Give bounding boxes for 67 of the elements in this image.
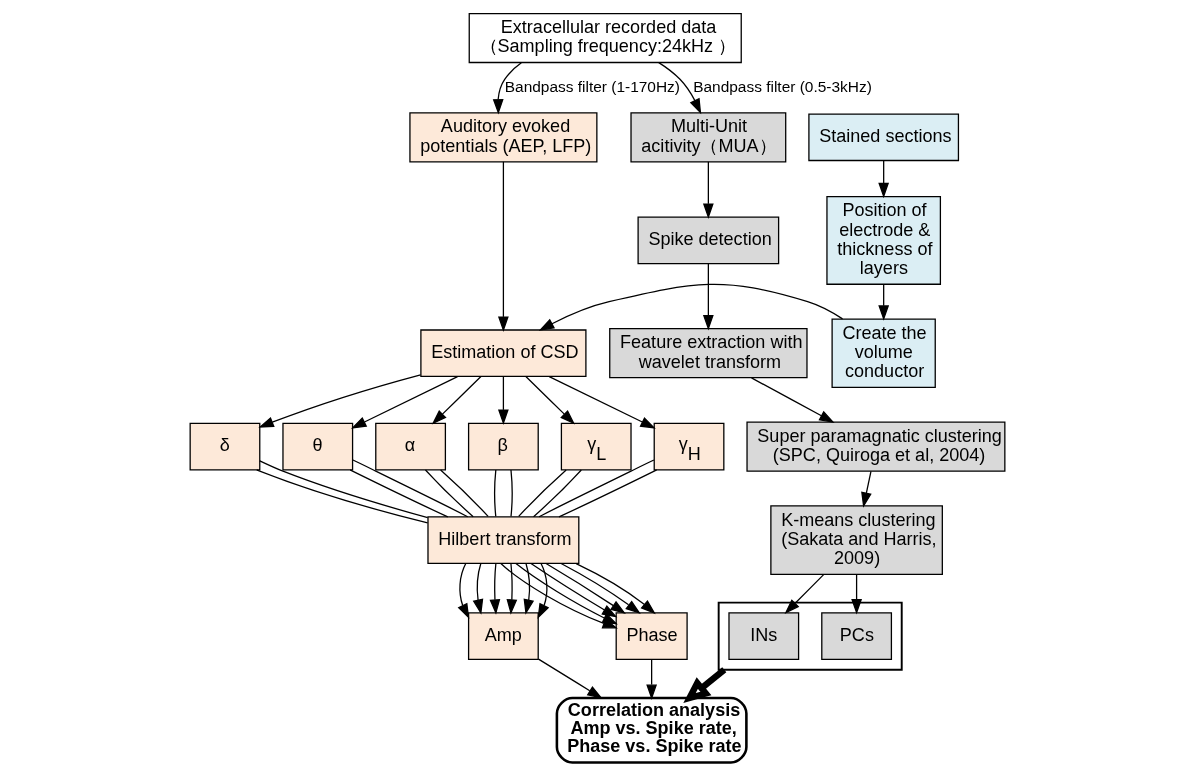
arrow: [548, 375, 656, 429]
node-box: α: [375, 422, 447, 471]
node-box: Feature extraction with wavelet transform: [609, 328, 808, 379]
connector: [440, 469, 489, 518]
connector: [256, 469, 429, 524]
node-box: Spike detection: [637, 216, 780, 265]
arrow: [523, 562, 535, 615]
node-box: Auditory evoked potentials (AEP, LFP): [409, 112, 598, 163]
arrow: [575, 562, 656, 615]
arrow: [498, 161, 509, 332]
arrow: [498, 375, 509, 425]
connector: [538, 459, 655, 518]
arrow: [489, 562, 501, 615]
arrow: [431, 375, 482, 425]
node-box: δ: [189, 422, 261, 471]
node-box: Extracellular recorded data （Sampling frequency:24kHz ）: [468, 12, 742, 64]
arrow: [530, 562, 618, 618]
node-box: Create the volume conductor: [831, 318, 936, 388]
node-box: Phase: [615, 612, 688, 660]
connector: [349, 469, 449, 518]
arrow: [683, 667, 727, 704]
arrow: [878, 283, 890, 321]
connector: [518, 469, 567, 518]
connector: [532, 469, 582, 518]
arrow: [658, 61, 702, 115]
arrow: [457, 562, 470, 619]
connector: [424, 469, 474, 518]
arrow: [784, 573, 825, 614]
connector: [510, 469, 513, 518]
node-box: INs: [728, 612, 800, 660]
node-box: Super paramagnatic clustering (SPC, Quiroga et al, 2004): [746, 421, 1006, 472]
node-box: Position of electrode & thickness of layers: [826, 195, 942, 285]
arrow: [702, 161, 714, 219]
arrow: [750, 377, 835, 423]
connector: [352, 459, 469, 518]
connector: [494, 469, 497, 518]
node-box: Amp: [467, 612, 539, 660]
arrow: [350, 375, 459, 429]
arrow: [646, 658, 658, 700]
arrow: [851, 573, 862, 615]
arrow: [560, 562, 641, 615]
arrow: [537, 658, 603, 699]
connector: [259, 460, 429, 519]
arrow: [515, 562, 618, 625]
node-box: Correlation analysis Amp vs. Spike rate, Phase vs. Spike rate: [555, 696, 748, 764]
node-box: Stained sections: [808, 113, 960, 162]
node-box: β: [467, 422, 539, 471]
arrow: [506, 562, 518, 615]
edge-label: Bandpass filter (0.5-3kHz): [693, 77, 872, 95]
arrow: [537, 562, 550, 619]
node-box: Estimation of CSD: [420, 329, 587, 378]
arrow: [525, 375, 576, 425]
node-box: PCs: [821, 612, 893, 660]
arrow: [472, 562, 484, 615]
arrow: [545, 562, 626, 614]
node-box: Hilbert transform: [427, 516, 580, 564]
node-box: Multi-Unit acitivity（MUA）: [630, 112, 787, 163]
arrow: [878, 160, 890, 199]
arrow: [538, 283, 844, 331]
arrow: [492, 62, 522, 115]
connector: [558, 469, 658, 518]
arrow: [258, 374, 422, 428]
node-box: K-means clustering (Sakata and Harris, 2009): [770, 505, 943, 575]
arrow: [702, 263, 714, 331]
edge-label: Bandpass filter (1-170Hz): [504, 77, 680, 95]
node-box: θ: [282, 422, 354, 471]
arrow: [861, 470, 872, 508]
